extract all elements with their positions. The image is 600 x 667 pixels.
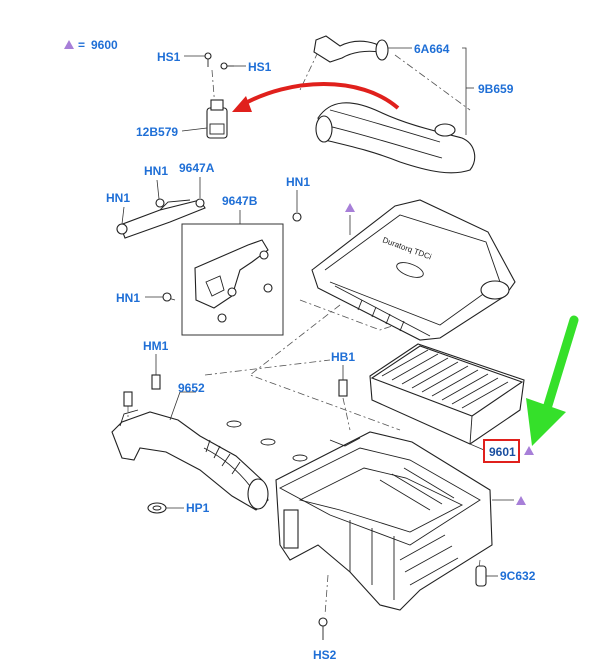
drain-valve-9c632 — [475, 565, 498, 587]
label-9601: 9601 — [489, 445, 516, 459]
purple-triangle-icon — [64, 40, 74, 49]
air-cleaner-cover: Duratorq TDCi — [311, 199, 516, 341]
bracket-9647b — [167, 210, 284, 336]
hn1-nut-right — [292, 190, 302, 222]
label-hs1-right: HS1 — [248, 60, 272, 74]
legend: = 9600 — [64, 38, 118, 52]
label-hn1-bracket-a-left: HN1 — [106, 191, 130, 205]
assembly-lines — [127, 51, 481, 616]
label-9647b: 9647B — [222, 194, 258, 208]
intake-hose — [315, 47, 476, 174]
label-9b659: 9B659 — [478, 82, 514, 96]
label-9652: 9652 — [178, 381, 205, 395]
label-hm1: HM1 — [143, 339, 169, 353]
outlet-duct-9652 — [111, 391, 269, 511]
hb1-bolt — [338, 365, 348, 397]
air-cleaner-body — [275, 431, 526, 611]
label-hs2: HS2 — [313, 648, 337, 662]
label-hn1-left: HN1 — [116, 291, 140, 305]
label-hb1: HB1 — [331, 350, 355, 364]
green-arrow-icon — [526, 315, 579, 446]
breather-hose — [313, 35, 412, 63]
hn1-nut-left — [145, 292, 172, 302]
legend-equals: = — [78, 38, 85, 52]
hp1-grommet — [147, 502, 184, 514]
bracket-9647a — [116, 177, 206, 239]
purple-triangle-icon — [345, 203, 355, 212]
label-6a664: 6A664 — [414, 42, 450, 56]
purple-triangle-icon — [516, 496, 526, 505]
legend-part-number: 9600 — [91, 38, 118, 52]
mass-air-flow-sensor — [181, 99, 228, 139]
label-12b579: 12B579 — [136, 125, 178, 139]
label-hn1-bracket-a-top: HN1 — [144, 164, 168, 178]
red-arrow-icon — [232, 82, 400, 112]
part-9601-highlight: 9601 — [483, 439, 520, 463]
air-filter-element — [369, 343, 525, 451]
label-hp1: HP1 — [186, 501, 210, 515]
hs2-screw — [318, 617, 328, 640]
mounting-grommets — [226, 420, 308, 462]
hm1-bolt — [151, 354, 161, 390]
label-hs1-left: HS1 — [157, 50, 181, 64]
hs1-screws — [184, 52, 246, 70]
purple-triangle-icon — [524, 446, 534, 455]
label-9c632: 9C632 — [500, 569, 536, 583]
label-9647a: 9647A — [179, 161, 215, 175]
label-hn1-right: HN1 — [286, 175, 310, 189]
